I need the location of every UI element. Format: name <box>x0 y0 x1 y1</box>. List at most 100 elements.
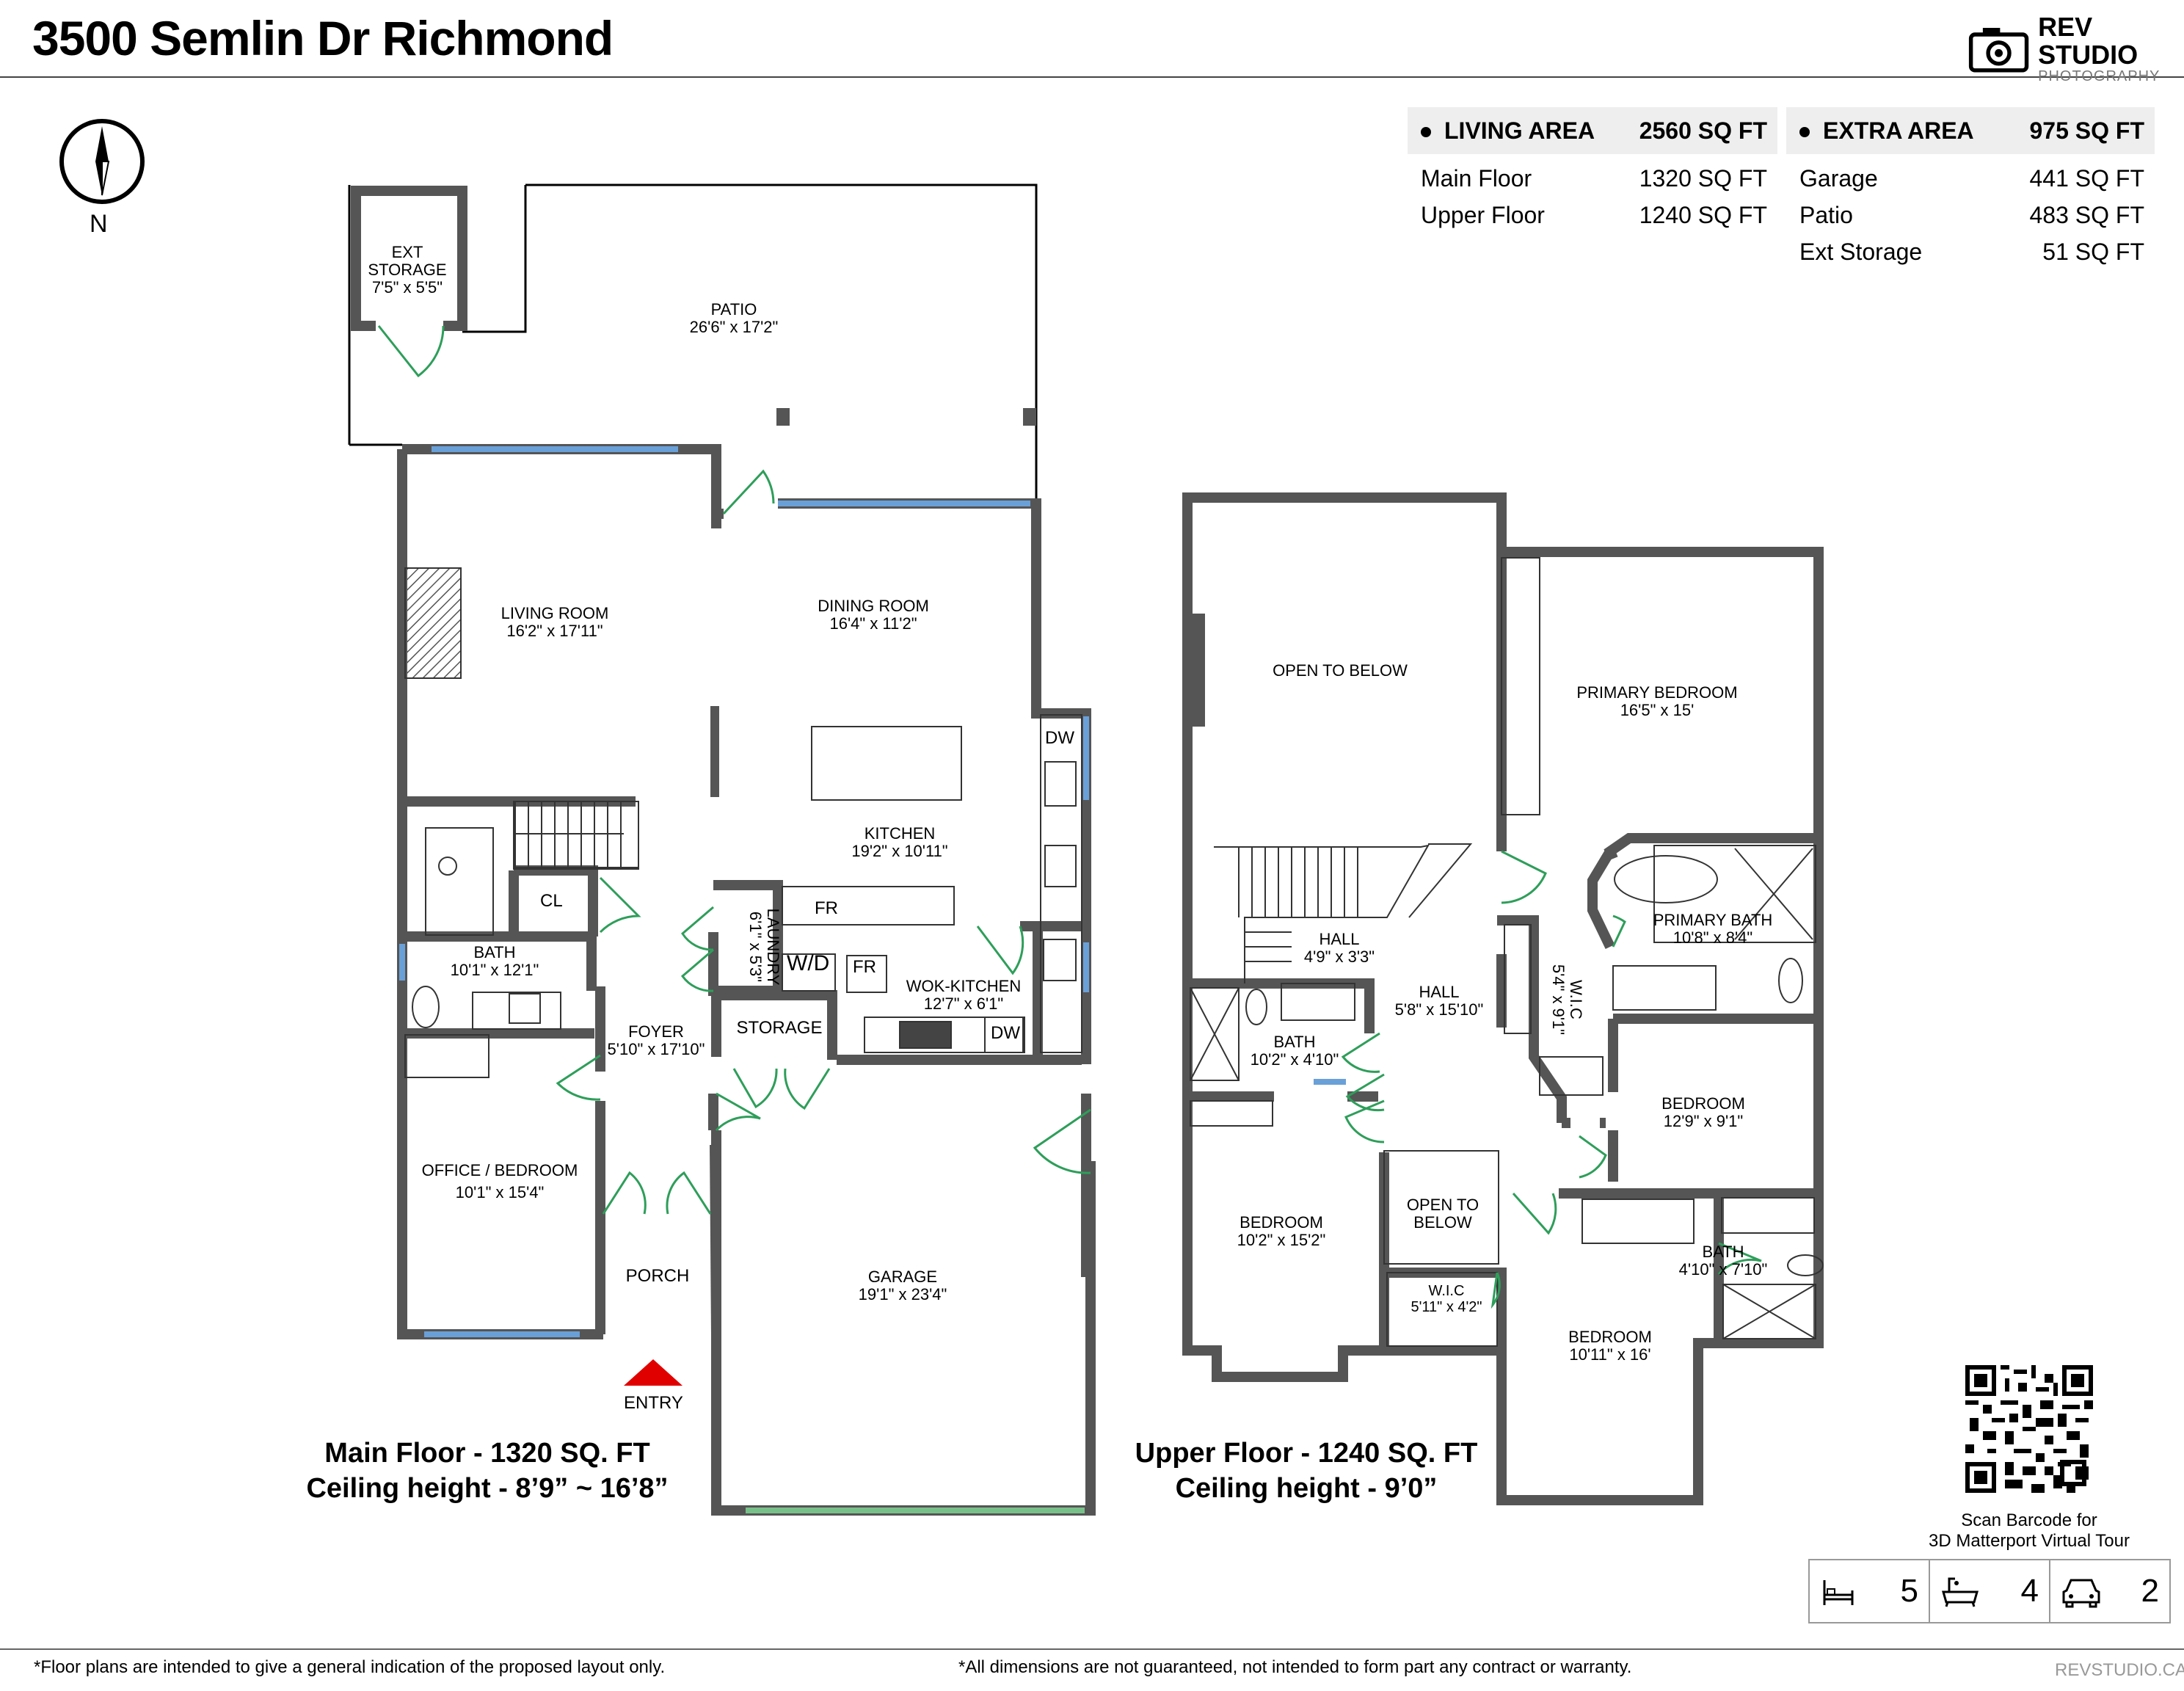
room-label: W.I.C 5'11" x 4'2" <box>1406 1283 1487 1315</box>
main-stairs <box>514 801 639 868</box>
room-name: STORAGE <box>736 1018 823 1038</box>
header-divider <box>0 76 2184 78</box>
qr-caption: Scan Barcode for 3D Matterport Virtual T… <box>1908 1510 2150 1552</box>
room-name: OFFICE / BEDROOM <box>421 1161 578 1179</box>
room-dims: 19'2" x 10'11" <box>851 842 948 860</box>
extra-area-total: 975 SQ FT <box>2029 117 2145 144</box>
footer-note-left: *Floor plans are intended to give a gene… <box>34 1657 666 1677</box>
room-label: BEDROOM 10'2" x 15'2" <box>1230 1214 1333 1249</box>
room-dims: 4'9" x 3'3" <box>1303 948 1375 966</box>
brand-logo: REV STUDIO PHOTOGRAPHY <box>1968 13 2184 84</box>
room-dims: 6'1" x 5'3" <box>746 911 765 983</box>
property-stats: 5 4 2 <box>1808 1559 2171 1623</box>
garage-stat: 2 <box>2049 1560 2169 1622</box>
room-label: OPEN TO BELOW <box>1391 1196 1494 1232</box>
room-dims: 19'1" x 23'4" <box>858 1285 947 1303</box>
room-name: OPEN TO <box>1406 1196 1479 1214</box>
room-dims: 5'10" x 17'10" <box>607 1040 705 1058</box>
qr-caption-line: Scan Barcode for <box>1961 1510 2097 1530</box>
caption-line: Main Floor - 1320 SQ. FT <box>324 1438 650 1469</box>
room-label: BATH 4'10" x 7'10" <box>1672 1243 1774 1279</box>
room-label: GARAGE 19'1" x 23'4" <box>829 1268 976 1303</box>
room-name: BEDROOM <box>1240 1213 1323 1232</box>
room-dims: 5'11" x 4'2" <box>1410 1299 1482 1315</box>
room-label: STORAGE <box>728 1019 831 1038</box>
living-row-value: 1320 SQ FT <box>1639 164 1767 192</box>
room-label: BATH 10'2" x 4'10" <box>1243 1033 1346 1069</box>
room-dims: 5'8" x 15'10" <box>1394 1000 1484 1019</box>
qr-code[interactable] <box>1965 1365 2093 1493</box>
room-label: HALL 4'9" x 3'3" <box>1292 931 1387 966</box>
bathtub-icon <box>1942 1577 1979 1607</box>
room-dims: 10'11" x 16' <box>1569 1345 1651 1364</box>
room-name: BATH <box>1273 1033 1316 1051</box>
room-name: BEDROOM <box>1568 1328 1652 1346</box>
garage-count: 2 <box>2141 1573 2159 1609</box>
extra-row-label: Patio <box>1799 201 1853 228</box>
room-label: LIVING ROOM 16'2" x 17'11" <box>481 605 628 640</box>
footer-site-link[interactable]: REVSTUDIO.CA <box>2055 1660 2184 1680</box>
room-dims: 10'2" x 15'2" <box>1237 1231 1326 1249</box>
room-name: LAUNDRY <box>764 908 782 986</box>
entry-marker <box>624 1359 682 1386</box>
room-name: PORCH <box>625 1266 690 1286</box>
room-dims: 16'4" x 11'2" <box>829 614 917 633</box>
brand-subtitle: PHOTOGRAPHY <box>2038 68 2161 84</box>
room-dims: 7'5" x 5'5" <box>371 278 443 297</box>
extra-row-label: Garage <box>1799 164 1878 192</box>
footer-divider <box>0 1648 2184 1650</box>
room-dims: 5'4" x 9'1" <box>1549 964 1568 1036</box>
room-name: PRIMARY BEDROOM <box>1576 683 1738 702</box>
room-name: W.I.C <box>1428 1283 1465 1299</box>
room-name: WOK-KITCHEN <box>906 977 1022 995</box>
room-dims: 10'1" x 12'1" <box>450 961 539 979</box>
dishwasher-label: DW <box>1045 728 1074 748</box>
compass-icon <box>59 119 145 204</box>
compass-label: N <box>90 210 108 238</box>
room-label: DINING ROOM 16'4" x 11'2" <box>800 597 947 633</box>
fridge-label: FR <box>853 957 876 977</box>
living-row-value: 1240 SQ FT <box>1639 201 1767 228</box>
room-label: OPEN TO BELOW <box>1259 662 1421 680</box>
room-dims: 26'6" x 17'2" <box>689 318 779 336</box>
dishwasher-label: DW <box>991 1023 1020 1043</box>
room-label: FOYER 5'10" x 17'10" <box>597 1023 715 1058</box>
room-label: BEDROOM 12'9" x 9'1" <box>1648 1095 1758 1130</box>
upper-doors <box>1341 850 1762 1309</box>
room-name: EXT STORAGE <box>368 243 447 279</box>
bathrooms-count: 4 <box>2020 1573 2039 1609</box>
room-label: PRIMARY BATH 10'8" x 8'4" <box>1632 912 1794 947</box>
room-label: W.I.C 5'4" x 9'1" <box>1549 952 1585 1047</box>
room-name: FOYER <box>628 1022 684 1041</box>
extra-row-value: 483 SQ FT <box>2029 201 2145 228</box>
room-name: DINING ROOM <box>818 597 929 615</box>
room-name: KITCHEN <box>864 824 936 843</box>
main-floor-plan <box>348 183 1096 1516</box>
extra-area-title: EXTRA AREA <box>1823 117 1974 144</box>
room-dims: 12'9" x 9'1" <box>1663 1112 1744 1130</box>
room-label: PRIMARY BEDROOM 16'5" x 15' <box>1560 684 1754 719</box>
room-label: BEDROOM 10'11" x 16' <box>1559 1328 1661 1364</box>
room-label: WOK-KITCHEN 12'7" x 6'1" <box>894 978 1033 1013</box>
page-title: 3500 Semlin Dr Richmond <box>32 11 614 65</box>
room-name: W.I.C <box>1567 980 1585 1019</box>
washer-dryer-label: W/D <box>787 951 830 975</box>
entry-label: ENTRY <box>624 1393 683 1413</box>
living-row-label: Main Floor <box>1421 164 1532 192</box>
upper-floor-plan <box>1182 492 1824 1505</box>
room-name: BEDROOM <box>1661 1094 1745 1113</box>
kitchen-island <box>811 726 962 801</box>
room-name: PRIMARY BATH <box>1653 911 1773 929</box>
room-label: HALL 5'8" x 15'10" <box>1391 983 1487 1019</box>
room-dims: 10'2" x 4'10" <box>1250 1050 1339 1069</box>
closet-label: CL <box>540 891 563 911</box>
room-label: BATH 10'1" x 12'1" <box>436 944 553 979</box>
room-label: KITCHEN 19'2" x 10'11" <box>826 825 973 860</box>
room-dims: 10'1" x 15'4" <box>455 1183 545 1201</box>
doors <box>377 325 1091 1215</box>
bedrooms-count: 5 <box>1900 1573 1918 1609</box>
main-floor-caption: Main Floor - 1320 SQ. FT Ceiling height … <box>296 1436 678 1506</box>
upper-floor-caption: Upper Floor - 1240 SQ. FT Ceiling height… <box>1115 1436 1497 1506</box>
